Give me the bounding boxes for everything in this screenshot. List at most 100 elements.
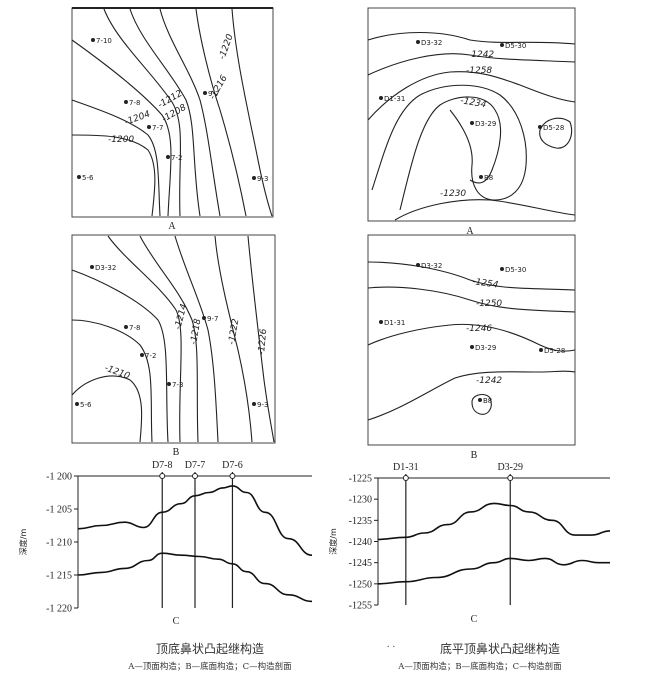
contour-label: -1258 bbox=[466, 66, 492, 76]
well-label: B8 bbox=[484, 174, 493, 182]
contour-line bbox=[247, 235, 275, 443]
y-tick-label: -1240 bbox=[349, 537, 372, 548]
well-marker bbox=[379, 320, 383, 324]
contour-label: -1254 bbox=[472, 277, 500, 291]
well-label: D3-32 bbox=[95, 264, 116, 272]
contour-label: -1230 bbox=[440, 189, 466, 199]
contour-line bbox=[214, 235, 253, 443]
cross-section-right: -1225-1230-1235-1240-1245-1250-1255深度/mD… bbox=[328, 462, 611, 625]
well-head-marker bbox=[402, 475, 409, 481]
well-label: 9-7 bbox=[207, 315, 218, 323]
map-frame bbox=[367, 234, 576, 446]
well-label: 7-10 bbox=[96, 37, 112, 45]
well-head-marker bbox=[229, 473, 236, 479]
well-name-label: D1-31 bbox=[393, 462, 419, 473]
contour-label: -1210 bbox=[103, 363, 131, 381]
well-head-marker bbox=[159, 473, 166, 479]
map-top-left: -1220 -1216 -1212 -1208 -1204 -1200 7-10… bbox=[71, 7, 274, 232]
series-line bbox=[77, 485, 313, 556]
well-marker bbox=[539, 348, 543, 352]
well-marker bbox=[202, 316, 206, 320]
caption-right-dots: . . bbox=[386, 640, 396, 650]
contour-line bbox=[159, 8, 221, 217]
y-axis-label: 深度/m bbox=[328, 528, 338, 555]
well-label: D3-32 bbox=[421, 262, 442, 270]
well-label: 5-6 bbox=[80, 401, 92, 409]
well-marker bbox=[416, 40, 420, 44]
well-marker bbox=[252, 176, 256, 180]
contour-line bbox=[71, 375, 143, 443]
contour-line bbox=[367, 71, 576, 121]
y-tick-label: -1255 bbox=[349, 601, 372, 612]
well-label: 9-3 bbox=[257, 401, 268, 409]
well-marker bbox=[203, 91, 207, 95]
well-marker bbox=[470, 345, 474, 349]
well-label: 9-7 bbox=[208, 90, 219, 98]
well-marker bbox=[538, 125, 542, 129]
contour-label: -1242 bbox=[476, 376, 502, 386]
y-tick-label: -1235 bbox=[349, 516, 372, 527]
well-name-label: D7-8 bbox=[152, 460, 173, 471]
caption-left-title: 顶底鼻状凸起继构造 bbox=[155, 642, 264, 656]
panel-label: C bbox=[173, 616, 180, 627]
contour-line bbox=[231, 8, 273, 217]
y-tick-label: -1 200 bbox=[46, 472, 72, 483]
contour-line bbox=[367, 323, 576, 352]
well-label: 7-8 bbox=[129, 324, 140, 332]
contour-label: -1242 bbox=[468, 50, 494, 60]
well-label: D5-28 bbox=[544, 347, 565, 355]
well-marker bbox=[416, 263, 420, 267]
map-top-right: -1242 -1258 -1234 -1230 D3-32 D5-30 D1-3… bbox=[367, 7, 576, 237]
contour-line bbox=[471, 393, 492, 415]
well-marker bbox=[478, 398, 482, 402]
y-tick-label: -1 215 bbox=[46, 571, 72, 582]
panel-label: A bbox=[466, 226, 474, 237]
well-label: D3-29 bbox=[475, 344, 496, 352]
y-tick-label: -1225 bbox=[349, 474, 372, 485]
series-line bbox=[77, 552, 313, 603]
map-bottom-left: -1214 -1218 -1222 -1226 -1210 D3-32 7-8 … bbox=[71, 234, 276, 458]
contour-line bbox=[371, 84, 527, 201]
well-label: D1-31 bbox=[384, 319, 405, 327]
map-frame bbox=[367, 7, 576, 222]
y-tick-label: -1230 bbox=[349, 495, 372, 506]
caption-right-title: 底平顶鼻状凸起继构造 bbox=[439, 642, 560, 656]
contour-line bbox=[107, 235, 182, 443]
panel-label: B bbox=[173, 447, 180, 458]
contour-label: -1214 bbox=[173, 303, 189, 331]
well-marker bbox=[167, 382, 171, 386]
contour-label: -1250 bbox=[476, 299, 502, 309]
well-marker bbox=[500, 267, 504, 271]
contour-line bbox=[71, 319, 153, 443]
map-bottom-right: -1254 -1250 -1246 -1242 D3-32 D5-30 D1-3… bbox=[367, 234, 576, 461]
well-marker bbox=[166, 155, 170, 159]
well-marker bbox=[379, 96, 383, 100]
well-label: 9-3 bbox=[257, 175, 268, 183]
well-label: 7-8 bbox=[129, 99, 140, 107]
well-head-marker bbox=[507, 475, 514, 481]
contour-label: -1246 bbox=[466, 324, 492, 334]
contour-line bbox=[367, 32, 576, 45]
y-tick-label: -1245 bbox=[349, 558, 372, 569]
y-axis-label: 深度/m bbox=[18, 529, 28, 556]
well-marker bbox=[252, 402, 256, 406]
contour-line bbox=[367, 53, 576, 76]
contour-label: -1218 bbox=[189, 318, 203, 346]
map-frame bbox=[71, 234, 276, 444]
well-marker bbox=[77, 175, 81, 179]
panel-label: A bbox=[168, 221, 176, 232]
contour-line bbox=[367, 370, 576, 421]
well-marker bbox=[75, 402, 79, 406]
well-label: D5-30 bbox=[505, 266, 526, 274]
well-marker bbox=[500, 43, 504, 47]
y-tick-label: -1 210 bbox=[46, 538, 72, 549]
contour-line bbox=[367, 261, 576, 291]
well-label: D5-30 bbox=[505, 42, 526, 50]
well-marker bbox=[147, 125, 151, 129]
well-name-label: D7-7 bbox=[185, 460, 206, 471]
contour-line bbox=[195, 8, 247, 217]
contour-label: -1234 bbox=[459, 96, 487, 110]
contour-line bbox=[71, 39, 172, 217]
